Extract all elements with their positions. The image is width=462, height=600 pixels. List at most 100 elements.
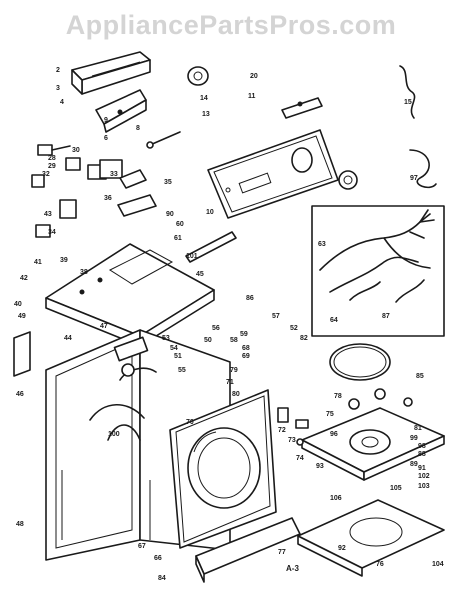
callout-number: 66 [154, 555, 162, 562]
callout-number: 36 [104, 195, 112, 202]
callout-number: 70 [186, 419, 194, 426]
callout-number: 106 [330, 495, 342, 502]
callout-number: 32 [42, 171, 50, 178]
lower-access-panel [195, 517, 301, 583]
callout-number: 44 [64, 335, 72, 342]
top-cover [45, 243, 215, 347]
callout-number: 61 [174, 235, 182, 242]
callout-number: 92 [338, 545, 346, 552]
callout-number: 13 [202, 111, 210, 118]
callout-number: 57 [272, 313, 280, 320]
door-gasket [329, 343, 391, 381]
callout-number: 29 [48, 163, 56, 170]
wire-harness-inset [311, 205, 445, 337]
door-strike [185, 231, 237, 263]
callout-number: 42 [20, 275, 28, 282]
callout-number: 45 [196, 271, 204, 278]
callout-number: 4 [60, 99, 64, 106]
callout-number: 49 [18, 313, 26, 320]
callout-number: 59 [240, 331, 248, 338]
callout-number: 74 [296, 455, 304, 462]
callout-number: 8 [136, 125, 140, 132]
callout-number: 64 [330, 317, 338, 324]
callout-number: 85 [416, 373, 424, 380]
callout-number: 40 [14, 301, 22, 308]
callout-number: 93 [316, 463, 324, 470]
bottom-plate [297, 499, 445, 577]
callout-number: 67 [138, 543, 146, 550]
callout-number: 87 [382, 313, 390, 320]
callout-number: 46 [16, 391, 24, 398]
callout-number: 68 [242, 345, 250, 352]
callout-number: 48 [16, 521, 24, 528]
callout-number: 54 [170, 345, 178, 352]
callout-number: 101 [186, 253, 198, 260]
callout-number: 102 [418, 473, 430, 480]
callout-number: 77 [278, 549, 286, 556]
callout-number: 60 [176, 221, 184, 228]
callout-number: 11 [248, 93, 256, 100]
callout-number: 58 [230, 337, 238, 344]
small-hardware-right [277, 388, 413, 446]
callout-number: 34 [48, 229, 56, 236]
callout-number: 28 [48, 155, 56, 162]
callout-number: 6 [104, 135, 108, 142]
callout-number: 86 [246, 295, 254, 302]
callout-number: 33 [110, 171, 118, 178]
callout-number: 2 [56, 67, 60, 74]
knob [338, 170, 358, 190]
callout-number: 56 [212, 325, 220, 332]
base-plate [301, 407, 445, 481]
callout-number: 43 [44, 211, 52, 218]
callout-number: 91 [418, 465, 426, 472]
callout-number: 84 [158, 575, 166, 582]
wire-harness-top [399, 65, 437, 189]
callout-number: 35 [164, 179, 172, 186]
callout-number: 15 [404, 99, 412, 106]
callout-number: 47 [100, 323, 108, 330]
callout-number: 10 [206, 209, 214, 216]
callout-number: 73 [288, 437, 296, 444]
callout-number: 76 [376, 561, 384, 568]
switch-rod [146, 131, 181, 149]
panel-backguard [281, 97, 323, 119]
callout-number: 97 [410, 175, 418, 182]
front-panel [169, 389, 277, 549]
small-parts-left [31, 144, 157, 238]
callout-number: 55 [178, 367, 186, 374]
console-bracket [71, 51, 151, 95]
watermark: AppliancePartsPros.com [65, 10, 397, 40]
callout-number: 96 [330, 431, 338, 438]
control-panel [207, 129, 339, 219]
callout-number: 103 [418, 483, 430, 490]
callout-number: 99 [410, 435, 418, 442]
hinge-bracket [95, 89, 147, 133]
callout-number: 89 [410, 461, 418, 468]
callout-number: 105 [390, 485, 402, 492]
callout-number: 14 [200, 95, 208, 102]
callout-number: 9 [104, 117, 108, 124]
callout-number: 104 [432, 561, 444, 568]
callout-number: 3 [56, 85, 60, 92]
callout-number: 81 [414, 425, 422, 432]
callout-number: 80 [232, 391, 240, 398]
callout-number: 75 [326, 411, 334, 418]
callout-number: 63 [318, 241, 326, 248]
callout-number: 38 [80, 269, 88, 276]
callout-number: 50 [204, 337, 212, 344]
callout-number: 71 [226, 379, 234, 386]
callout-number: 52 [290, 325, 298, 332]
callout-number: 79 [230, 367, 238, 374]
callout-number: 98 [418, 443, 426, 450]
callout-number: 51 [174, 353, 182, 360]
callout-number: 78 [334, 393, 342, 400]
page-label: A-3 [286, 564, 299, 573]
timer-motor [187, 66, 209, 86]
callout-number: 88 [418, 451, 426, 458]
callout-number: 69 [242, 353, 250, 360]
callout-number: 20 [250, 73, 258, 80]
callout-number: 39 [60, 257, 68, 264]
callout-number: 100 [108, 431, 120, 438]
